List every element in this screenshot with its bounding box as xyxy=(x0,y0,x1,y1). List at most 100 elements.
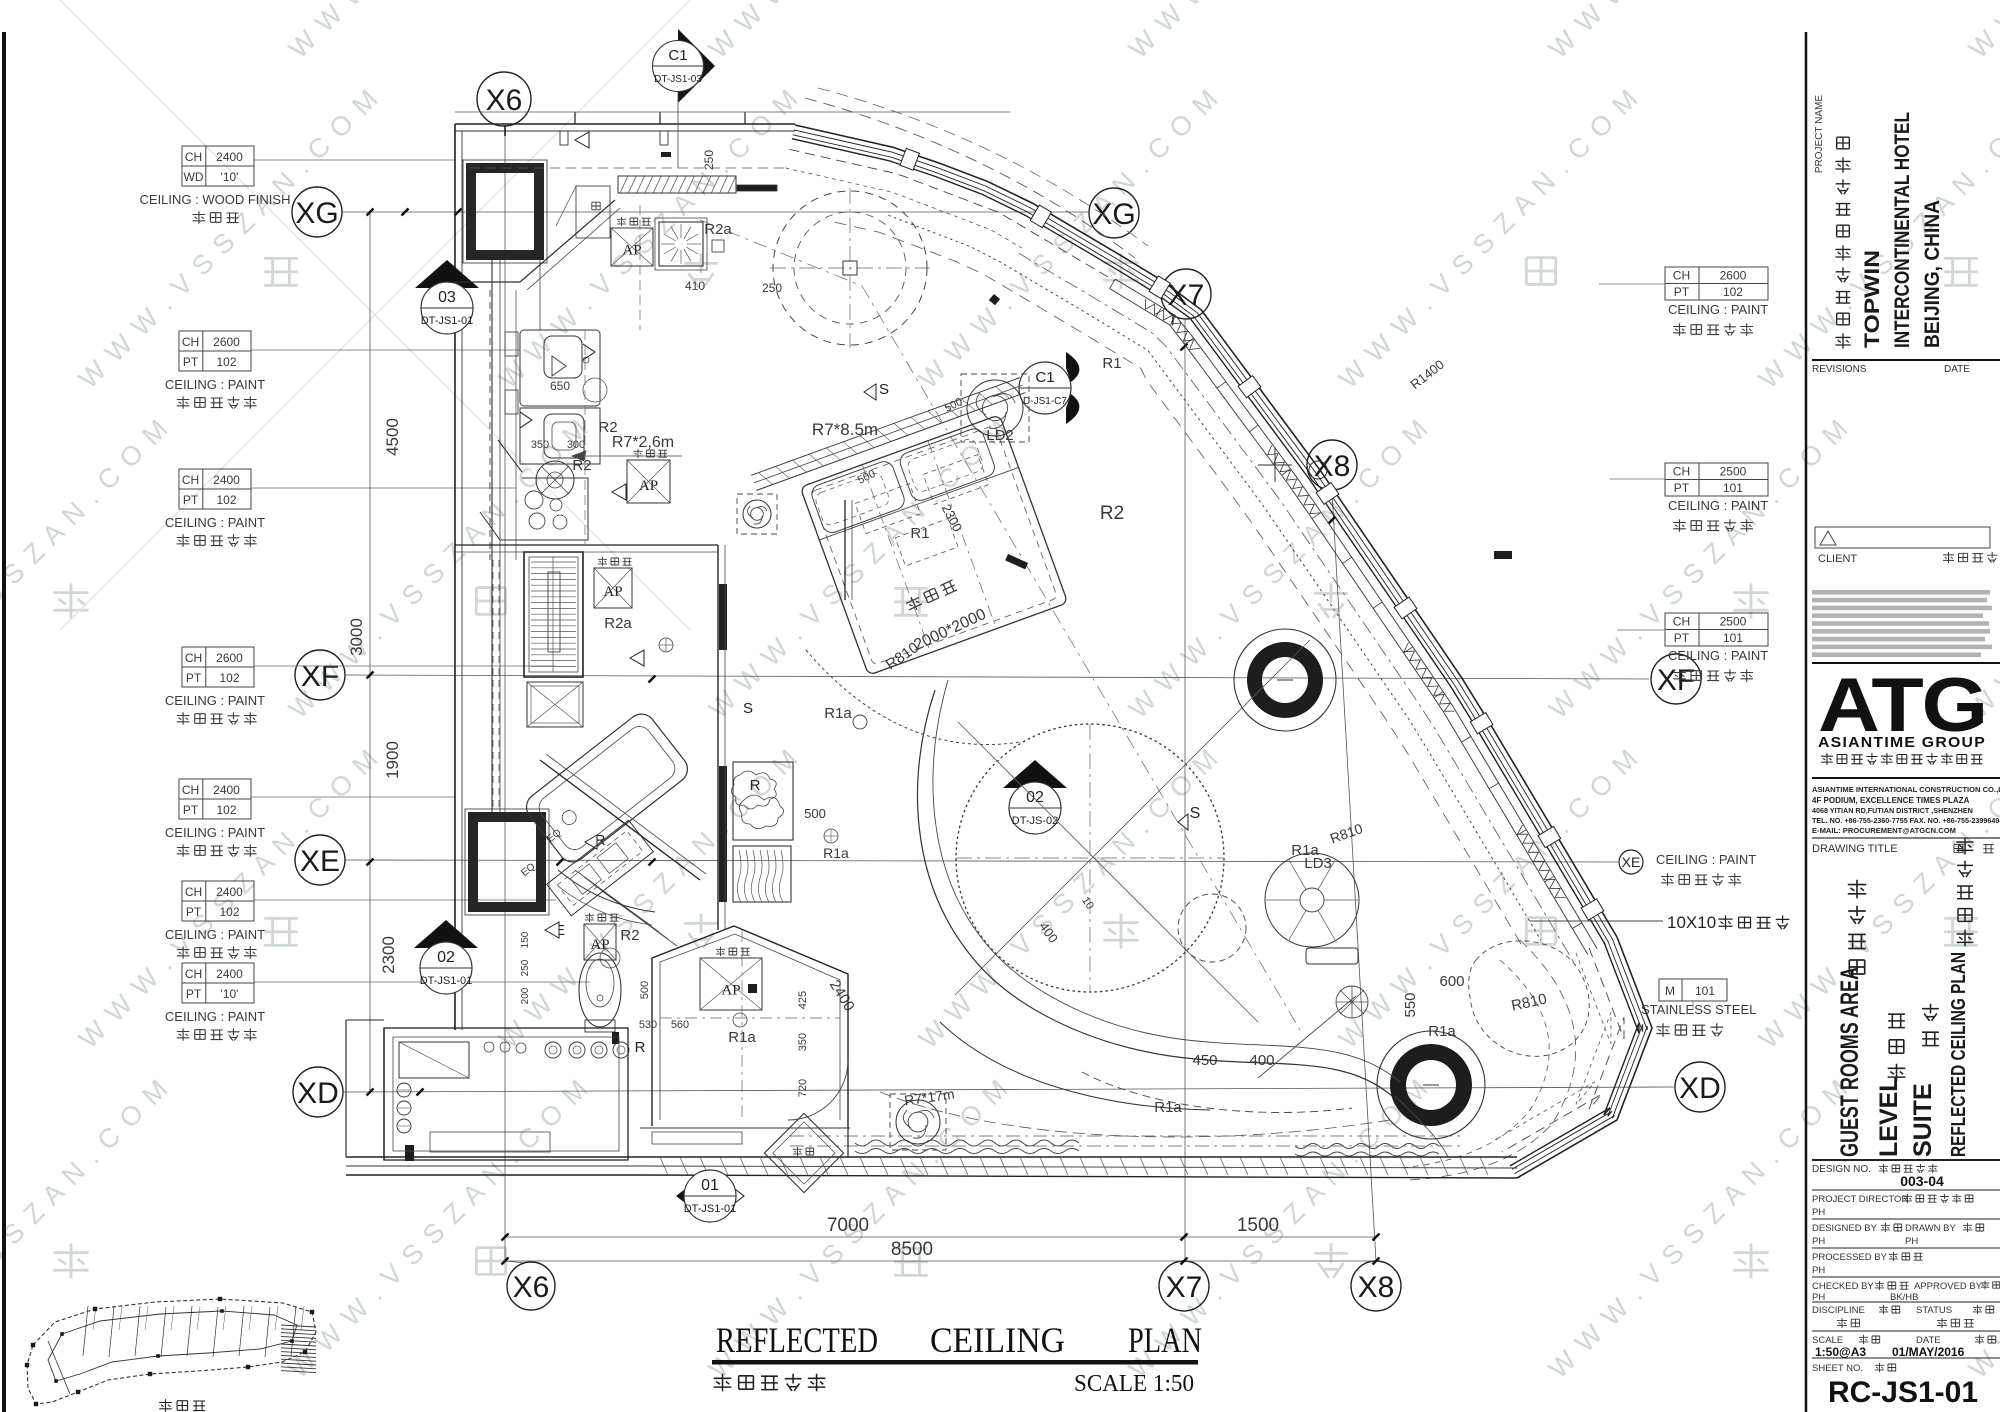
svg-text:2400: 2400 xyxy=(213,473,240,487)
svg-text:CH: CH xyxy=(182,783,199,797)
svg-text:DESIGN NO.: DESIGN NO. xyxy=(1812,1164,1871,1175)
svg-text:CEILING: CEILING xyxy=(930,1320,1065,1360)
svg-text:CH: CH xyxy=(185,885,202,899)
svg-text:DISCIPLINE: DISCIPLINE xyxy=(1812,1305,1865,1316)
svg-text:AP: AP xyxy=(622,243,641,259)
svg-text:350: 350 xyxy=(531,439,549,451)
svg-text:DT-JS1-01: DT-JS1-01 xyxy=(684,1203,737,1215)
svg-text:PH: PH xyxy=(1812,1292,1825,1303)
svg-text:AP: AP xyxy=(721,982,740,998)
svg-text:APPROVED BY: APPROVED BY xyxy=(1914,1281,1983,1292)
svg-text:CLIENT: CLIENT xyxy=(1818,553,1857,565)
svg-text:SHEET NO.: SHEET NO. xyxy=(1812,1363,1863,1374)
svg-text:2600: 2600 xyxy=(1720,269,1747,283)
svg-text:REVISIONS: REVISIONS xyxy=(1812,364,1867,375)
svg-text:2600: 2600 xyxy=(216,651,243,665)
svg-text:XF: XF xyxy=(301,660,339,693)
svg-text:450: 450 xyxy=(1192,1052,1217,1069)
svg-text:2400: 2400 xyxy=(216,150,243,164)
svg-text:8500: 8500 xyxy=(891,1239,933,1260)
svg-text:DATE: DATE xyxy=(1944,364,1970,375)
svg-text:250: 250 xyxy=(520,959,531,976)
svg-text:E: E xyxy=(555,922,565,939)
svg-text:7000: 7000 xyxy=(827,1215,869,1236)
svg-text:XF: XF xyxy=(1657,664,1695,697)
svg-text:R2: R2 xyxy=(598,419,617,436)
svg-text:102: 102 xyxy=(217,493,237,507)
svg-text:GUEST ROOMS AREA: GUEST ROOMS AREA xyxy=(1836,967,1864,1157)
svg-text:CHECKED BY: CHECKED BY xyxy=(1812,1281,1874,1292)
svg-text:R7*2,6m: R7*2,6m xyxy=(612,434,674,451)
svg-text:CH: CH xyxy=(1673,269,1690,283)
svg-text:600: 600 xyxy=(1439,973,1464,990)
svg-text:R: R xyxy=(595,832,606,849)
svg-text:E-MAIL: PROCUREMENT@ATGCN.COM: E-MAIL: PROCUREMENT@ATGCN.COM xyxy=(1812,826,1956,835)
svg-text:CH: CH xyxy=(1673,465,1690,479)
svg-text:WD: WD xyxy=(184,170,204,184)
svg-text:DESIGNED BY: DESIGNED BY xyxy=(1812,1223,1878,1234)
svg-text:410: 410 xyxy=(685,279,705,293)
svg-text:ATG: ATG xyxy=(1818,663,1986,748)
svg-text:CH: CH xyxy=(182,473,199,487)
svg-text:X6: X6 xyxy=(486,84,523,117)
svg-text:INTERCONTINENTAL HOTEL: INTERCONTINENTAL HOTEL xyxy=(1891,112,1914,348)
svg-text:XG: XG xyxy=(1092,198,1135,231)
svg-text:1500: 1500 xyxy=(1237,1215,1279,1236)
svg-text:R2: R2 xyxy=(1100,503,1124,524)
svg-text:150: 150 xyxy=(520,931,531,948)
svg-text:R1a: R1a xyxy=(1154,1099,1182,1116)
svg-text:S: S xyxy=(1190,805,1201,822)
svg-text:650: 650 xyxy=(550,379,570,393)
svg-text:R2a: R2a xyxy=(704,221,732,238)
svg-text:LD2: LD2 xyxy=(986,427,1014,444)
svg-text:R1: R1 xyxy=(910,525,929,542)
svg-text:560: 560 xyxy=(671,1019,689,1031)
svg-text:R1a: R1a xyxy=(823,845,849,861)
svg-text:C1: C1 xyxy=(1035,369,1054,386)
svg-text:CEILING : PAINT: CEILING : PAINT xyxy=(1668,498,1768,513)
svg-text:PT: PT xyxy=(183,803,199,817)
svg-text:4068 YITIAN RD,FUTIAN DISTRICT: 4068 YITIAN RD,FUTIAN DISTRICT ,SHENZHEN xyxy=(1812,806,1973,815)
svg-text:101: 101 xyxy=(1723,631,1743,645)
svg-text:PT: PT xyxy=(1674,285,1690,299)
svg-text:2400: 2400 xyxy=(216,885,243,899)
svg-text:01/MAY/2016: 01/MAY/2016 xyxy=(1892,1345,1965,1359)
svg-text:LD3: LD3 xyxy=(1304,855,1332,872)
svg-text:CEILING : PAINT: CEILING : PAINT xyxy=(1656,852,1756,867)
svg-text:AP: AP xyxy=(639,478,658,494)
svg-text:REFLECTED: REFLECTED xyxy=(716,1320,878,1360)
svg-text:550: 550 xyxy=(1402,992,1419,1017)
svg-text:XE: XE xyxy=(1622,854,1641,870)
svg-text:02: 02 xyxy=(1026,789,1044,806)
svg-text:R1a: R1a xyxy=(824,705,852,722)
svg-text:CEILING : PAINT: CEILING : PAINT xyxy=(165,927,265,942)
svg-text:003-04: 003-04 xyxy=(1900,1173,1944,1189)
svg-text:R1: R1 xyxy=(1102,355,1121,372)
svg-text:300: 300 xyxy=(567,439,585,451)
svg-text:BK/HB: BK/HB xyxy=(1890,1292,1919,1303)
svg-text:2500: 2500 xyxy=(1720,465,1747,479)
svg-text:10X10: 10X10 xyxy=(1667,913,1716,932)
svg-text:PT: PT xyxy=(186,671,202,685)
svg-text:CEILING : PAINT: CEILING : PAINT xyxy=(1668,648,1768,663)
svg-text:720: 720 xyxy=(797,1079,809,1097)
svg-text:02: 02 xyxy=(437,949,455,966)
svg-text:X7: X7 xyxy=(1166,1271,1203,1304)
svg-text:DT-JS1-03: DT-JS1-03 xyxy=(654,74,702,85)
svg-text:X8: X8 xyxy=(1358,1271,1395,1304)
svg-text:101: 101 xyxy=(1723,481,1743,495)
svg-text:CEILING : PAINT: CEILING : PAINT xyxy=(165,693,265,708)
svg-text:2400: 2400 xyxy=(216,967,243,981)
svg-text:DRAWN BY: DRAWN BY xyxy=(1905,1223,1957,1234)
svg-text:200: 200 xyxy=(520,987,531,1004)
svg-text:102: 102 xyxy=(217,355,237,369)
svg-text:PT: PT xyxy=(186,987,202,1001)
svg-text:CEILING : WOOD FINISH: CEILING : WOOD FINISH xyxy=(140,192,291,207)
svg-text:PH: PH xyxy=(1905,1236,1918,1247)
svg-text:S: S xyxy=(879,381,889,398)
svg-text:R2: R2 xyxy=(572,457,591,474)
svg-text:PT: PT xyxy=(183,355,199,369)
svg-text:TOPWIN: TOPWIN xyxy=(1861,250,1884,348)
svg-text:102: 102 xyxy=(220,671,240,685)
svg-text:CH: CH xyxy=(182,335,199,349)
